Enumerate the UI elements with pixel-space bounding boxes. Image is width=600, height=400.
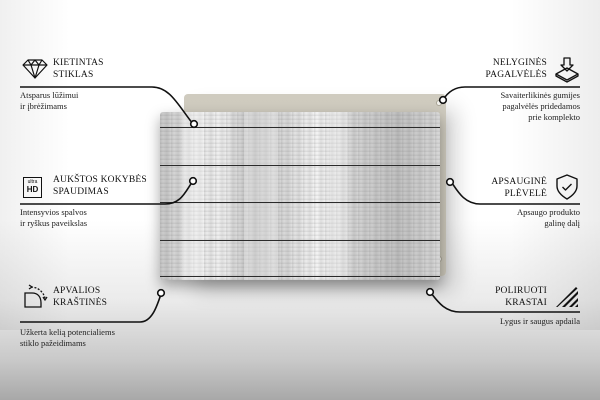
- desc-line: Užkerta kelią potencialiems: [20, 327, 115, 337]
- title-line: STIKLAS: [53, 70, 94, 80]
- plank-seam: [160, 165, 440, 166]
- desc-line: Apsaugo produkto: [516, 207, 580, 217]
- desc-line: prie komplekto: [528, 112, 580, 122]
- title-line: AUKŠTOS KOKYBĖS: [53, 175, 147, 185]
- reflection: [244, 112, 278, 280]
- pad-press-icon: [555, 57, 579, 83]
- feature-description: Apsaugo produkto galinę dalį: [517, 207, 580, 229]
- feature-title: APSAUGINĖ PLĖVELĖ: [491, 176, 547, 200]
- desc-line: galinę dalį: [544, 218, 580, 228]
- shield-check-icon: [556, 174, 578, 200]
- title-line: PAGALVĖLĖS: [485, 70, 547, 80]
- desc-line: pagalvėlės pridedamos: [502, 101, 580, 111]
- feature-description: Užkerta kelią potencialiems stiklo pažei…: [20, 327, 115, 349]
- glass-panel-wood-print: [160, 112, 440, 280]
- icon-text: HD: [26, 185, 39, 194]
- title-line: KIETINTAS: [53, 58, 104, 68]
- feature-description: Lygus ir saugus apdaila: [500, 316, 580, 327]
- ultra-hd-icon: ultra HD: [23, 177, 42, 198]
- rounded-corner-icon: [24, 284, 48, 308]
- title-line: KRAŠTINĖS: [53, 298, 108, 308]
- feature-description: Atsparus lūžimui ir įbrėžimams: [20, 90, 78, 112]
- title-line: PLĖVELĖ: [504, 189, 547, 199]
- title-line: APVALIOS: [53, 286, 101, 296]
- diamond-icon: [22, 59, 48, 79]
- title-line: APSAUGINĖ: [491, 177, 547, 187]
- left-vignette: [0, 0, 70, 330]
- title-line: NELYGINĖS: [492, 58, 547, 68]
- desc-line: Savaiterlikinės gumijes: [500, 90, 580, 100]
- desc-line: Intensyvios spalvos: [20, 207, 87, 217]
- desc-line: ir ryškus paveikslas: [20, 218, 88, 228]
- connector-rounded-edges: [20, 293, 162, 323]
- desc-line: stiklo pažeidimams: [20, 338, 86, 348]
- feature-title: APVALIOS KRAŠTINĖS: [53, 285, 107, 309]
- reflection: [330, 112, 348, 280]
- title-line: SPAUDIMAS: [53, 187, 109, 197]
- plank-seam: [160, 127, 440, 128]
- feature-title: KIETINTAS STIKLAS: [53, 57, 104, 81]
- reflection: [182, 112, 204, 280]
- plank-seam: [160, 202, 440, 203]
- desc-line: Atsparus lūžimui: [20, 90, 79, 100]
- feature-title: AUKŠTOS KOKYBĖS SPAUDIMAS: [53, 174, 147, 198]
- title-line: KRASTAI: [505, 298, 547, 308]
- polished-stripes-icon: [556, 287, 578, 307]
- feature-title: NELYGINĖS PAGALVĖLĖS: [486, 57, 547, 81]
- connector-polished-edges: [430, 292, 580, 313]
- icon-text: ultra: [27, 179, 38, 185]
- connector-hardened-glass: [20, 86, 194, 125]
- feature-description: Savaiterlikinės gumijes pagalvėlės pride…: [500, 90, 580, 123]
- feature-title: POLIRUOTI KRASTAI: [495, 285, 547, 309]
- title-line: POLIRUOTI: [495, 286, 547, 296]
- desc-line: Lygus ir saugus apdaila: [499, 316, 580, 326]
- right-vignette: [510, 0, 600, 330]
- desc-line: ir įbrėžimams: [20, 101, 67, 111]
- connector-protective-film: [451, 182, 580, 205]
- plank-seam: [160, 276, 440, 277]
- feature-description: Intensyvios spalvos ir ryškus paveikslas: [20, 207, 87, 229]
- plank-seam: [160, 240, 440, 241]
